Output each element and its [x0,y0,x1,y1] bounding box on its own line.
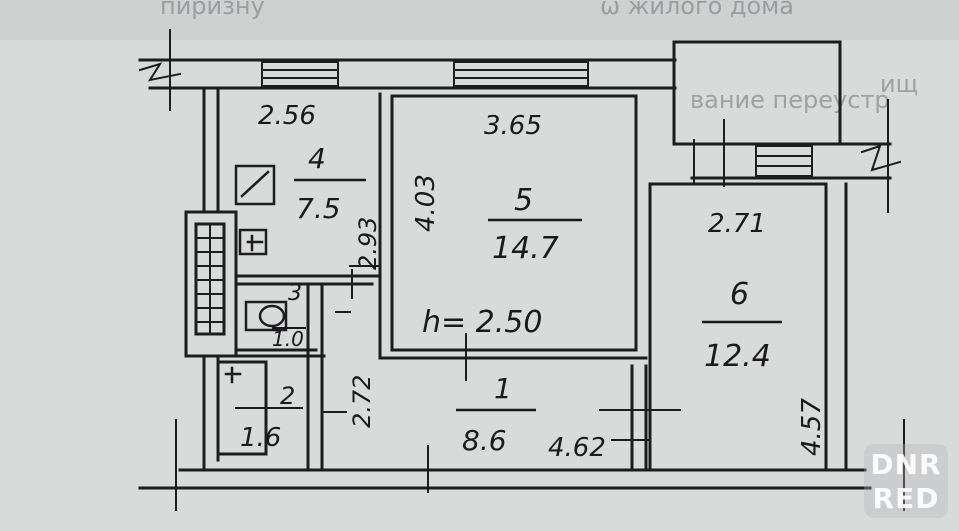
vent-grid [195,223,225,335]
paper-top-band [0,0,959,40]
watermark-logo: DNR RED [864,444,948,518]
room-4-dim-height: 2.93 [354,217,382,270]
room-5-area: 14.7 [492,231,559,266]
room-5-dim-height: 4.03 [411,174,441,232]
room-6-area: 12.4 [704,339,771,374]
walls [138,40,892,490]
bg-text-top-mid: ω жилого дома [600,0,794,20]
room-4-dim-width: 2.56 [258,101,316,131]
room-5-number: 5 [514,183,533,218]
room-4-area: 7.5 [296,192,341,225]
room-6-number: 6 [730,277,749,312]
ceiling-height: h= 2.50 [422,305,542,340]
stove-icon [234,164,276,206]
room-6-dim-height: 4.57 [797,398,827,456]
watermark-line-2: RED [872,482,940,515]
room-1-dim-width: 4.62 [548,433,606,463]
windows [261,61,813,177]
room-2-number: 2 [280,382,295,410]
room-1-number: 1 [494,372,512,405]
room-labels: 2.56 4 7.5 2.93 3.65 4.03 5 14.7 h= 2.50… [240,101,827,463]
room-3-area: 1.0 [272,327,304,351]
room-2-area: 1.6 [240,423,281,453]
fixtures [224,164,288,384]
room-1-dim-height: 2.72 [348,375,376,428]
bg-text-side-right: вание переустр [690,86,890,114]
break-marks [138,29,905,511]
room-6-dim-width: 2.71 [708,209,766,239]
room-4-number: 4 [308,142,326,175]
bg-text-side-right2: ищ [880,70,918,98]
bg-text-top-left: пиризну [160,0,265,20]
sink-icon [238,228,268,256]
watermark-line-1: DNR [870,448,942,481]
room-5-dim-width: 3.65 [484,111,542,141]
room-1-area: 8.6 [462,424,507,457]
room-3-number: 3 [288,281,302,306]
toilet-icon [244,300,288,332]
